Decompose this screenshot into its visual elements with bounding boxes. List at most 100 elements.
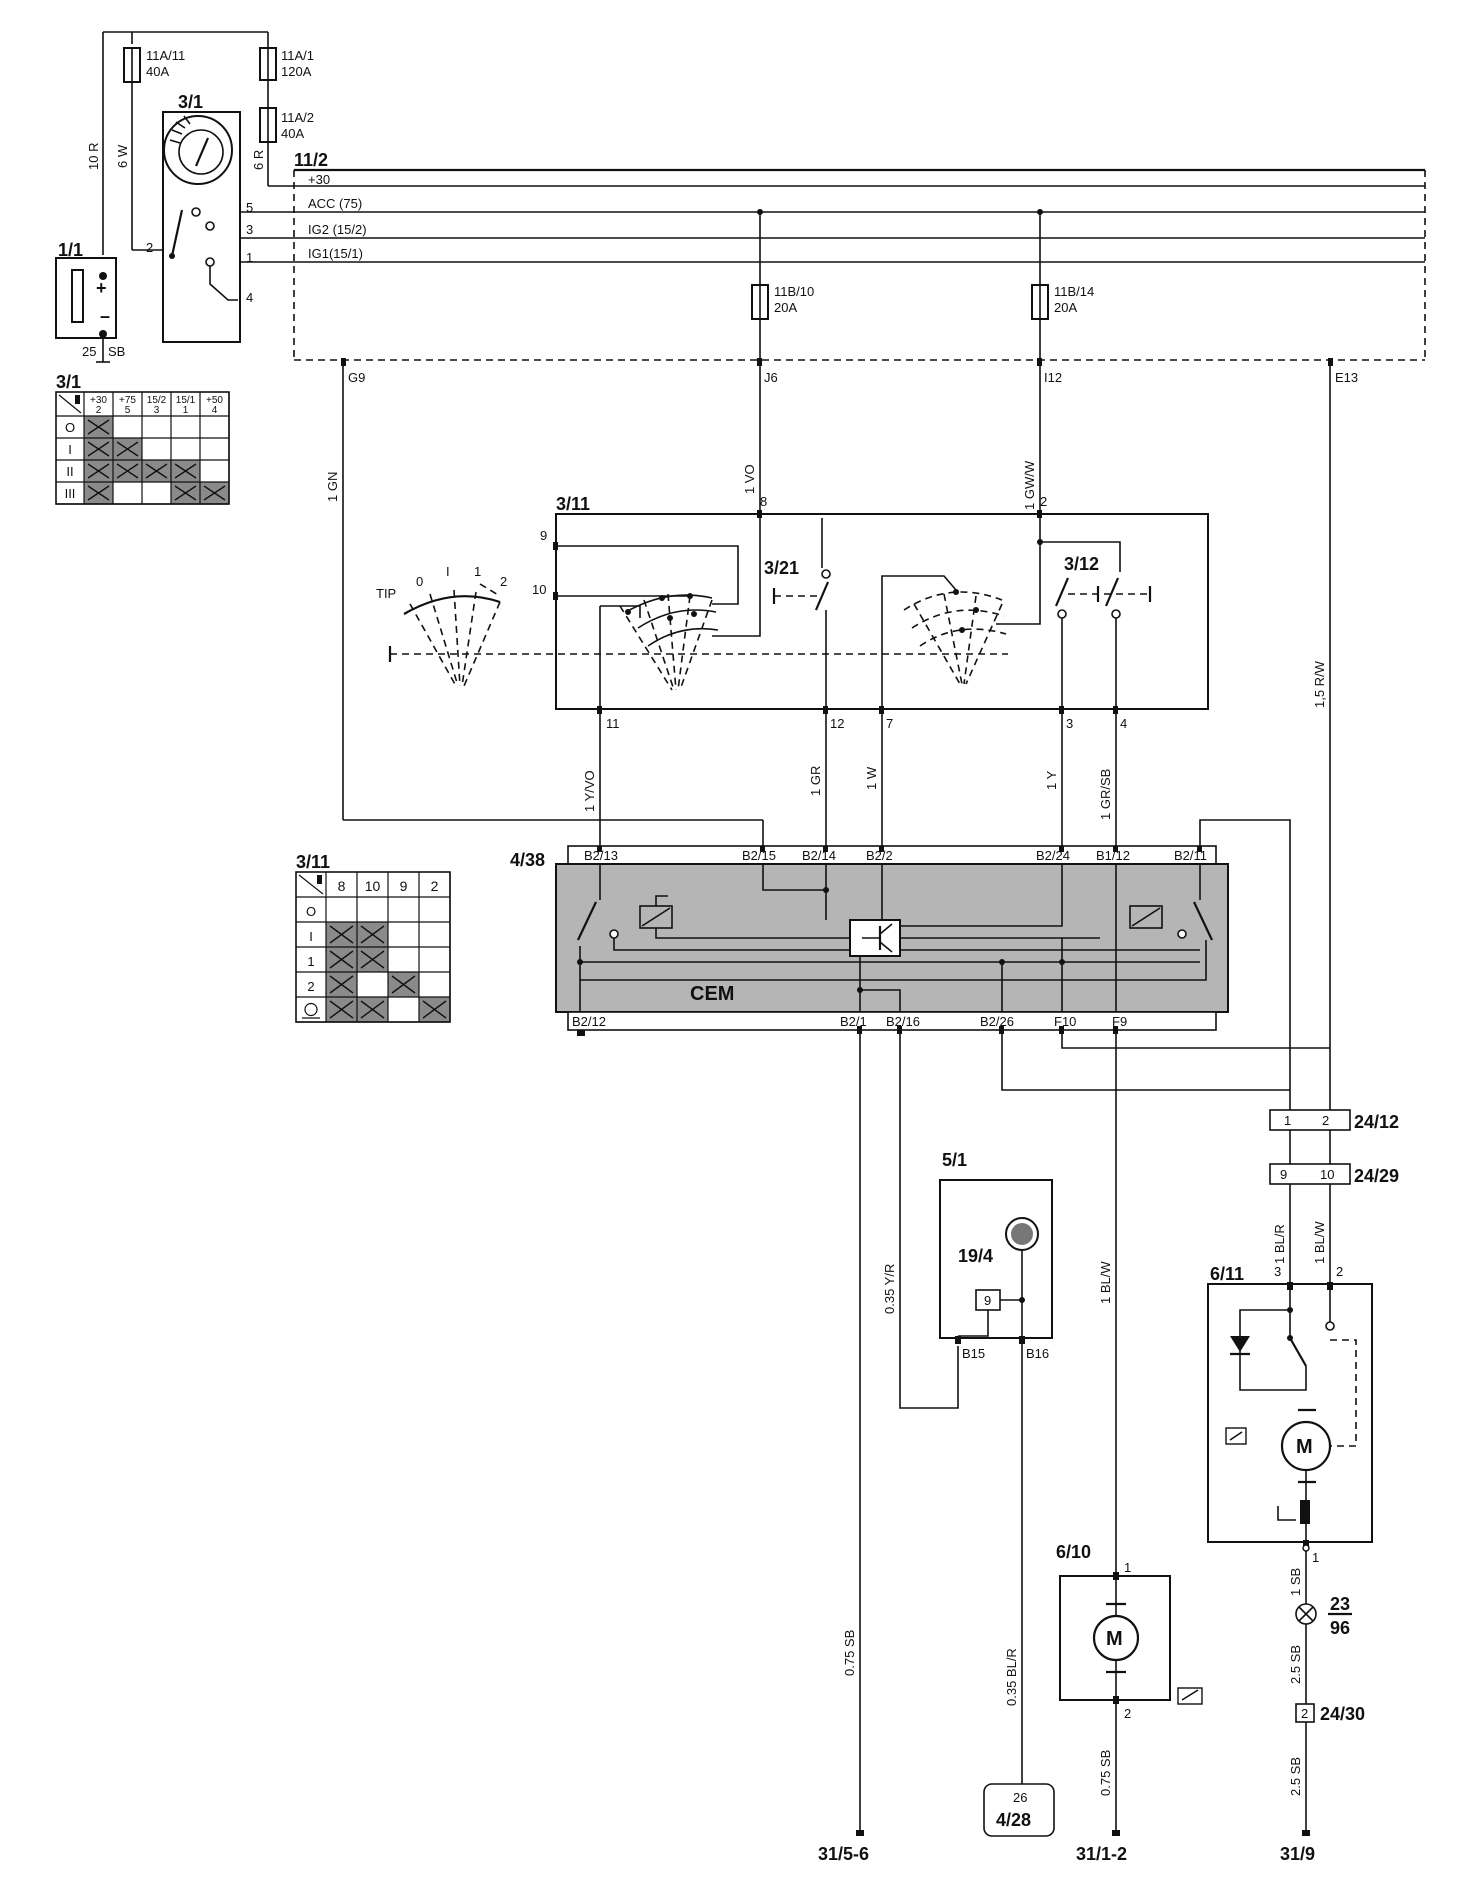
- fuse-rating: 40A: [281, 126, 304, 141]
- power-bus: 11/2 +30 ACC (75) IG2 (15/2) IG1(15/1): [240, 150, 1426, 361]
- svg-text:3/11: 3/11: [296, 852, 330, 872]
- table-subheader: 5: [125, 405, 131, 416]
- washer-motor: 6/10 1 M 2 0.75 SB 31/1-2: [1056, 1542, 1203, 1864]
- cell-cross: [329, 1000, 354, 1019]
- svg-text:G9: G9: [348, 370, 365, 385]
- svg-text:11: 11: [606, 716, 620, 731]
- svg-text:I: I: [446, 564, 450, 579]
- svg-text:24/12: 24/12: [1354, 1112, 1399, 1132]
- svg-text:20A: 20A: [1054, 300, 1077, 315]
- cem-module: 4/38 B2/13 B2/15 B2/14 B2/2 B2/24 B1/12 …: [510, 845, 1229, 1036]
- svg-text:1 GW/W: 1 GW/W: [1022, 460, 1037, 510]
- svg-text:M: M: [1296, 1436, 1313, 1458]
- cell-cross: [360, 950, 385, 969]
- key-icon: [75, 395, 80, 404]
- fuse-id: 11A/1: [281, 48, 314, 63]
- table-subheader: 1: [183, 405, 189, 416]
- svg-text:1 GR: 1 GR: [808, 766, 823, 796]
- svg-text:1: 1: [1124, 1560, 1131, 1575]
- svg-text:31/9: 31/9: [1280, 1844, 1315, 1864]
- svg-text:24/30: 24/30: [1320, 1704, 1365, 1724]
- cell-cross: [87, 485, 110, 501]
- switch-icon: [317, 875, 322, 884]
- svg-text:1: 1: [246, 250, 253, 265]
- cell-cross: [360, 1000, 385, 1019]
- table-header: 8: [338, 878, 346, 894]
- svg-text:0: 0: [416, 574, 423, 589]
- svg-text:IG1(15/1): IG1(15/1): [308, 246, 363, 261]
- svg-text:4/28: 4/28: [996, 1810, 1031, 1830]
- svg-text:B2/26: B2/26: [980, 1014, 1014, 1029]
- table-header: +30: [90, 395, 107, 406]
- svg-text:1 BL/W: 1 BL/W: [1312, 1221, 1327, 1264]
- svg-text:12: 12: [830, 716, 844, 731]
- fuse-rating: 120A: [281, 64, 312, 79]
- svg-text:B2/15: B2/15: [742, 848, 776, 863]
- svg-text:1,5 R/W: 1,5 R/W: [1312, 660, 1327, 708]
- cell-cross: [391, 975, 416, 994]
- svg-text:M: M: [1106, 1628, 1123, 1650]
- svg-text:B1/12: B1/12: [1096, 848, 1130, 863]
- wire-label: 10 R: [86, 143, 101, 170]
- bus-feed-wires: 1 GN 1 VO 1 GW/W 1,5 R/W: [325, 366, 1331, 1110]
- power-feed: [102, 31, 1425, 255]
- svg-text:2: 2: [1336, 1264, 1343, 1279]
- fuse-11b-10: 11B/10 20A: [751, 209, 814, 370]
- svg-text:6/11: 6/11: [1210, 1264, 1244, 1284]
- switch-to-cem-wires: 1 Y/VO 1 GR 1 W 1 Y 1 GR/SB: [582, 714, 1291, 1110]
- svg-text:3/21: 3/21: [764, 558, 799, 578]
- table-row-label: 1: [307, 954, 314, 969]
- svg-text:24/29: 24/29: [1354, 1166, 1399, 1186]
- ground-31-5-6: 31/5-6: [818, 1830, 869, 1864]
- svg-text:1 BL/R: 1 BL/R: [1272, 1224, 1287, 1264]
- svg-text:3/11: 3/11: [556, 494, 590, 514]
- svg-text:B15: B15: [962, 1346, 985, 1361]
- cell-cross: [87, 463, 110, 479]
- svg-text:+: +: [96, 278, 107, 298]
- cell-cross: [329, 950, 354, 969]
- fuse-11a-2: 11A/2 40A: [259, 107, 314, 143]
- svg-text:IG2 (15/2): IG2 (15/2): [308, 222, 367, 237]
- svg-text:3/1: 3/1: [178, 92, 203, 112]
- svg-text:9: 9: [984, 1293, 991, 1308]
- svg-text:2.5 SB: 2.5 SB: [1288, 1645, 1303, 1684]
- svg-text:F10: F10: [1054, 1014, 1076, 1029]
- svg-text:0.35 Y/R: 0.35 Y/R: [882, 1264, 897, 1314]
- svg-text:11B/10: 11B/10: [774, 284, 814, 299]
- svg-text:CEM: CEM: [690, 983, 734, 1005]
- svg-text:3: 3: [246, 222, 253, 237]
- svg-text:1: 1: [1312, 1550, 1319, 1565]
- svg-text:0.75 SB: 0.75 SB: [1098, 1750, 1113, 1796]
- svg-text:0.75 SB: 0.75 SB: [842, 1630, 857, 1676]
- cell-cross: [145, 463, 168, 479]
- svg-text:2.5 SB: 2.5 SB: [1288, 1757, 1303, 1796]
- connector-4-28: 26 4/28: [983, 1783, 1055, 1837]
- table-header: 15/1: [176, 395, 196, 406]
- cell-cross: [87, 419, 110, 435]
- table-subheader: 4: [212, 405, 218, 416]
- svg-text:2: 2: [1040, 494, 1047, 509]
- battery: 1/1 + – 25 SB: [55, 240, 125, 363]
- svg-text:31/1-2: 31/1-2: [1076, 1844, 1127, 1864]
- table-header: +75: [119, 395, 136, 406]
- svg-text:J6: J6: [764, 370, 778, 385]
- switch-icon: [298, 874, 324, 895]
- svg-text:6/10: 6/10: [1056, 1542, 1091, 1562]
- wire-label: SB: [108, 344, 125, 359]
- svg-text:2: 2: [146, 240, 153, 255]
- svg-text:1 Y: 1 Y: [1044, 770, 1059, 790]
- svg-text:10: 10: [1320, 1167, 1334, 1182]
- fuse-rating: 40A: [146, 64, 169, 79]
- instrument-panel: 5/1 19/4 9 B15 B16 0.35 BL/R: [939, 1150, 1053, 1784]
- svg-text:0.35 BL/R: 0.35 BL/R: [1004, 1648, 1019, 1706]
- svg-text:3: 3: [1066, 716, 1073, 731]
- svg-text:1: 1: [1284, 1113, 1291, 1128]
- svg-text:3/1: 3/1: [56, 372, 81, 392]
- table-subheader: 3: [154, 405, 160, 416]
- table-row-label: III: [65, 486, 76, 501]
- svg-text:5/1: 5/1: [942, 1150, 967, 1170]
- washer-icon: [304, 1002, 318, 1017]
- table-row-label: I: [309, 929, 313, 944]
